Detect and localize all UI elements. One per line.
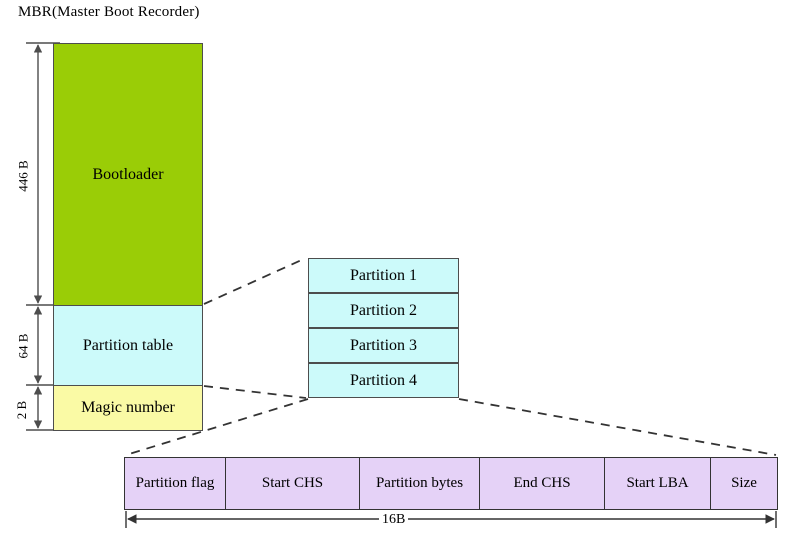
mbr-block-label: Bootloader: [92, 165, 164, 183]
partition-entry-2: Partition 2: [308, 293, 459, 328]
field-start-lba: Start LBA: [605, 458, 711, 509]
size-label-magic-number: 2 B: [14, 400, 30, 420]
partition-entry-label: Partition 4: [349, 371, 418, 389]
mbr-block-bootloader: Bootloader: [53, 43, 203, 306]
size-label-bootloader: 446 B: [15, 160, 31, 192]
field-size: Size: [731, 475, 757, 492]
mbr-block-label: Magic number: [81, 399, 175, 416]
mbr-block-magic-number: Magic number: [53, 385, 203, 431]
field-partition-bytes: Partition bytes: [360, 458, 480, 509]
mbr-block-partition-table: Partition table: [53, 305, 203, 386]
diagram-title: MBR(Master Boot Recorder): [18, 4, 200, 20]
total-size-label: 16B: [379, 512, 409, 528]
partition-entry-3: Partition 3: [308, 328, 459, 363]
partition-entry-field-table: Partition flag Start CHS Partition bytes…: [124, 457, 778, 510]
field-start-chs: Start CHS: [226, 458, 360, 509]
callout-partition-entry: [125, 398, 777, 456]
field-partition-flag: Partition flag: [125, 458, 226, 509]
callout-partition-table: [203, 257, 307, 399]
partition-entry-label: Partition 2: [349, 301, 418, 319]
partition-entry-4: Partition 4: [308, 363, 459, 398]
measure-16b: [125, 511, 777, 528]
partition-entry-1: Partition 1: [308, 258, 459, 293]
field-end-chs: End CHS: [480, 458, 605, 509]
mbr-block-label: Partition table: [82, 336, 174, 354]
partition-entry-label: Partition 1: [349, 266, 418, 284]
partition-entry-label: Partition 3: [349, 336, 418, 354]
size-label-partition-table: 64 B: [15, 333, 31, 359]
